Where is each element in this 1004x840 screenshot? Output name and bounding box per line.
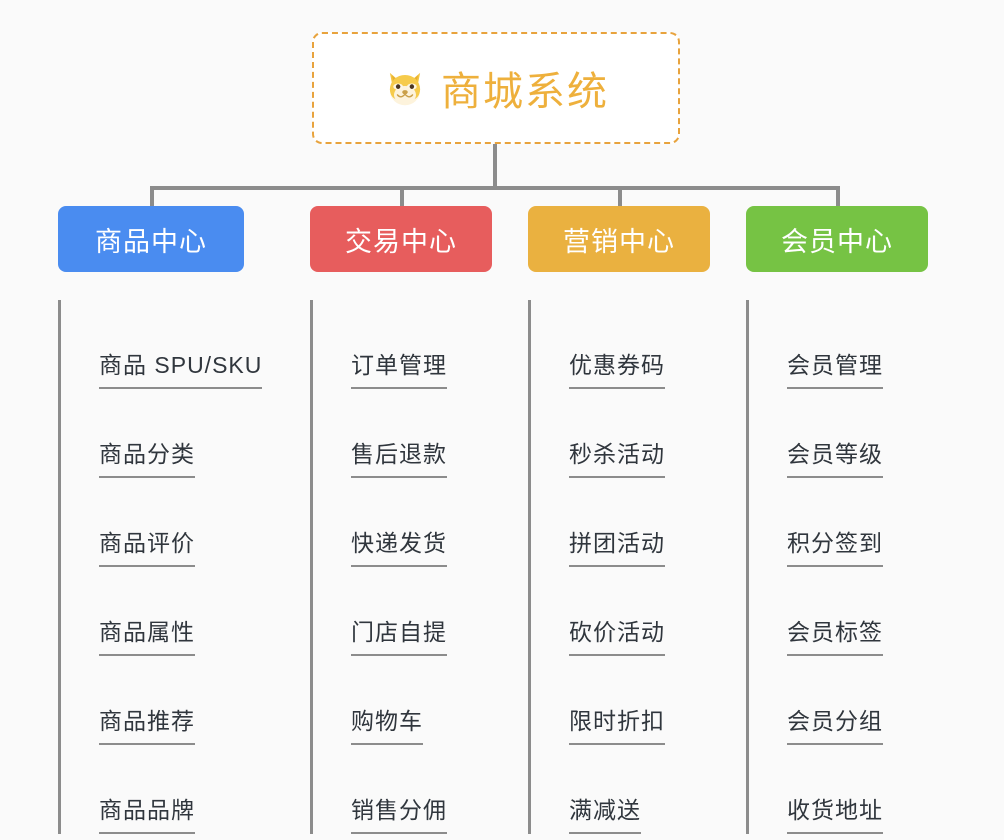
connector-drop-1 <box>150 186 154 208</box>
list-item[interactable]: 积分签到 <box>765 478 928 567</box>
list-item[interactable]: 会员分组 <box>765 656 928 745</box>
branch-column-4: 会员中心 会员管理 会员等级 积分签到 会员标签 会员分组 收货地址 <box>746 206 928 834</box>
list-item[interactable]: 商品属性 <box>77 567 244 656</box>
connector-drop-2 <box>400 186 404 208</box>
leaf-list-1: 商品 SPU/SKU 商品分类 商品评价 商品属性 商品推荐 商品品牌 <box>58 300 263 834</box>
leaf-label: 商品品牌 <box>99 791 195 834</box>
connector-root-vertical <box>493 144 497 190</box>
branch-header-4[interactable]: 会员中心 <box>746 206 928 272</box>
connector-drop-3 <box>618 186 622 208</box>
list-item[interactable]: 满减送 <box>547 745 710 834</box>
leaf-label: 商品推荐 <box>99 702 195 745</box>
list-item[interactable]: 商品 SPU/SKU <box>77 300 263 389</box>
list-item[interactable]: 商品推荐 <box>77 656 244 745</box>
leaf-label: 商品分类 <box>99 435 195 478</box>
leaf-label: 销售分佣 <box>351 791 447 834</box>
list-item[interactable]: 商品评价 <box>77 478 244 567</box>
leaf-list-4: 会员管理 会员等级 积分签到 会员标签 会员分组 收货地址 <box>746 300 928 834</box>
branch-column-1: 商品中心 商品 SPU/SKU 商品分类 商品评价 商品属性 商品推荐 商品品牌 <box>58 206 263 834</box>
list-item[interactable]: 拼团活动 <box>547 478 710 567</box>
list-item[interactable]: 限时折扣 <box>547 656 710 745</box>
leaf-label: 商品评价 <box>99 524 195 567</box>
leaf-label: 砍价活动 <box>569 613 665 656</box>
leaf-label: 售后退款 <box>351 435 447 478</box>
list-item[interactable]: 购物车 <box>329 656 492 745</box>
list-item[interactable]: 秒杀活动 <box>547 389 710 478</box>
leaf-list-2: 订单管理 售后退款 快递发货 门店自提 购物车 销售分佣 <box>310 300 492 834</box>
list-item[interactable]: 销售分佣 <box>329 745 492 834</box>
leaf-label: 会员标签 <box>787 613 883 656</box>
list-item[interactable]: 售后退款 <box>329 389 492 478</box>
leaf-label: 秒杀活动 <box>569 435 665 478</box>
leaf-label: 优惠券码 <box>569 346 665 389</box>
list-item[interactable]: 商品品牌 <box>77 745 244 834</box>
list-item[interactable]: 砍价活动 <box>547 567 710 656</box>
leaf-label: 收货地址 <box>787 791 883 834</box>
leaf-label: 商品 SPU/SKU <box>99 346 263 389</box>
branch-header-1[interactable]: 商品中心 <box>58 206 244 272</box>
leaf-label: 会员等级 <box>787 435 883 478</box>
connector-drop-4 <box>836 186 840 208</box>
leaf-label: 会员管理 <box>787 346 883 389</box>
root-node[interactable]: 商城系统 <box>312 32 680 144</box>
leaf-label: 限时折扣 <box>569 702 665 745</box>
list-item[interactable]: 快递发货 <box>329 478 492 567</box>
leaf-label: 快递发货 <box>351 524 447 567</box>
leaf-label: 会员分组 <box>787 702 883 745</box>
leaf-label: 满减送 <box>569 791 641 834</box>
list-item[interactable]: 门店自提 <box>329 567 492 656</box>
leaf-label: 订单管理 <box>351 346 447 389</box>
root-title: 商城系统 <box>441 70 609 114</box>
branch-column-2: 交易中心 订单管理 售后退款 快递发货 门店自提 购物车 销售分佣 <box>310 206 492 834</box>
leaf-label: 购物车 <box>351 702 423 745</box>
leaf-label: 拼团活动 <box>569 524 665 567</box>
branch-header-3[interactable]: 营销中心 <box>528 206 710 272</box>
list-item[interactable]: 会员标签 <box>765 567 928 656</box>
list-item[interactable]: 会员管理 <box>765 300 928 389</box>
connector-horizontal-bus <box>150 186 838 190</box>
branch-column-3: 营销中心 优惠券码 秒杀活动 拼团活动 砍价活动 限时折扣 满减送 <box>528 206 710 834</box>
list-item[interactable]: 优惠券码 <box>547 300 710 389</box>
list-item[interactable]: 订单管理 <box>329 300 492 389</box>
list-item[interactable]: 会员等级 <box>765 389 928 478</box>
branch-header-2[interactable]: 交易中心 <box>310 206 492 272</box>
list-item[interactable]: 收货地址 <box>765 745 928 834</box>
leaf-label: 门店自提 <box>351 613 447 656</box>
leaf-label: 积分签到 <box>787 524 883 567</box>
list-item[interactable]: 商品分类 <box>77 389 244 478</box>
shiba-dog-face-icon <box>383 66 427 110</box>
leaf-list-3: 优惠券码 秒杀活动 拼团活动 砍价活动 限时折扣 满减送 <box>528 300 710 834</box>
leaf-label: 商品属性 <box>99 613 195 656</box>
